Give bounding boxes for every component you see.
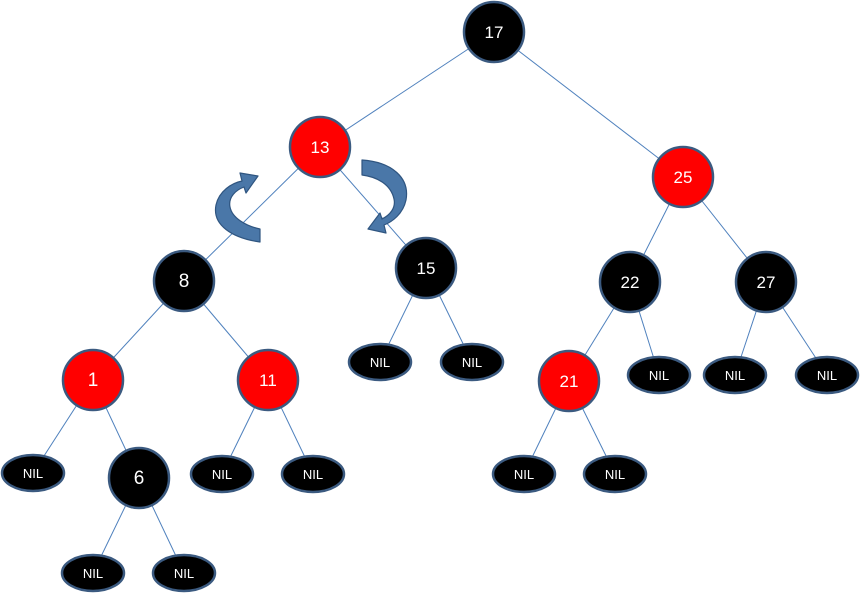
nil-leaf: NIL	[491, 454, 557, 494]
nil-label: NIL	[649, 368, 669, 383]
nil-ellipse	[794, 355, 860, 395]
nil-leaf: NIL	[189, 454, 255, 494]
nil-ellipse	[626, 355, 692, 395]
node-circle	[598, 250, 662, 314]
node-label: 8	[179, 271, 190, 292]
nil-leaf: NIL	[702, 355, 768, 395]
nil-label: NIL	[370, 355, 390, 370]
nil-ellipse	[439, 342, 505, 382]
nil-ellipse	[0, 453, 66, 493]
nil-ellipse	[60, 553, 126, 593]
nil-leaf: NIL	[151, 553, 217, 593]
node-circle	[152, 249, 216, 313]
nil-label: NIL	[174, 566, 194, 581]
node-label: 15	[417, 259, 436, 278]
edge-n17-n25	[493, 31, 684, 178]
rotation-arrows-layer	[214, 159, 408, 243]
nil-ellipse	[491, 454, 557, 494]
node-label: 25	[674, 168, 693, 187]
nil-leaf: NIL	[582, 454, 648, 494]
node-label: 6	[134, 468, 145, 489]
nil-ellipse	[582, 454, 648, 494]
tree-node-17: 17	[462, 0, 526, 64]
nil-leaf: NIL	[347, 342, 413, 382]
nil-label: NIL	[212, 467, 232, 482]
nil-ellipse	[280, 454, 346, 494]
nil-ellipse	[189, 454, 255, 494]
node-label: 21	[560, 372, 579, 391]
tree-node-8: 8	[152, 249, 216, 313]
nil-label: NIL	[303, 467, 323, 482]
tree-node-22: 22	[598, 250, 662, 314]
node-circle	[462, 0, 526, 64]
node-circle	[236, 348, 300, 412]
nil-label: NIL	[23, 466, 43, 481]
nil-leaf: NIL	[794, 355, 860, 395]
nil-label: NIL	[462, 355, 482, 370]
tree-node-27: 27	[734, 250, 798, 314]
node-circle	[537, 349, 601, 413]
rotate-right-arrow-icon	[361, 159, 408, 234]
nil-ellipse	[151, 553, 217, 593]
nil-ellipse	[702, 355, 768, 395]
node-label: 27	[757, 273, 776, 292]
node-circle	[288, 115, 352, 179]
node-label: 11	[259, 371, 277, 390]
node-label: 1	[88, 370, 99, 391]
nil-label: NIL	[725, 368, 745, 383]
tree-node-15: 15	[394, 236, 458, 300]
nil-leaf: NIL	[626, 355, 692, 395]
nil-leaf: NIL	[280, 454, 346, 494]
node-label: 22	[621, 273, 640, 292]
tree-node-6: 6	[107, 446, 171, 510]
tree-node-11: 11	[236, 348, 300, 412]
node-circle	[394, 236, 458, 300]
node-label: 17	[485, 23, 504, 42]
tree-node-25: 25	[651, 145, 715, 209]
nil-leaf: NIL	[439, 342, 505, 382]
edge-n17-n13	[319, 31, 495, 148]
tree-node-21: 21	[537, 349, 601, 413]
rotate-left-arrow-icon	[214, 172, 261, 243]
node-label: 13	[311, 138, 330, 157]
node-circle	[651, 145, 715, 209]
nil-leaf: NIL	[60, 553, 126, 593]
node-circle	[61, 348, 125, 412]
nil-label: NIL	[83, 566, 103, 581]
edge-n13-n8	[183, 146, 321, 282]
node-circle	[107, 446, 171, 510]
nil-ellipse	[347, 342, 413, 382]
nil-label: NIL	[514, 467, 534, 482]
tree-node-1: 1	[61, 348, 125, 412]
nil-leaf: NIL	[0, 453, 66, 493]
nil-label: NIL	[817, 368, 837, 383]
node-circle	[734, 250, 798, 314]
tree-node-13: 13	[288, 115, 352, 179]
nil-label: NIL	[605, 467, 625, 482]
